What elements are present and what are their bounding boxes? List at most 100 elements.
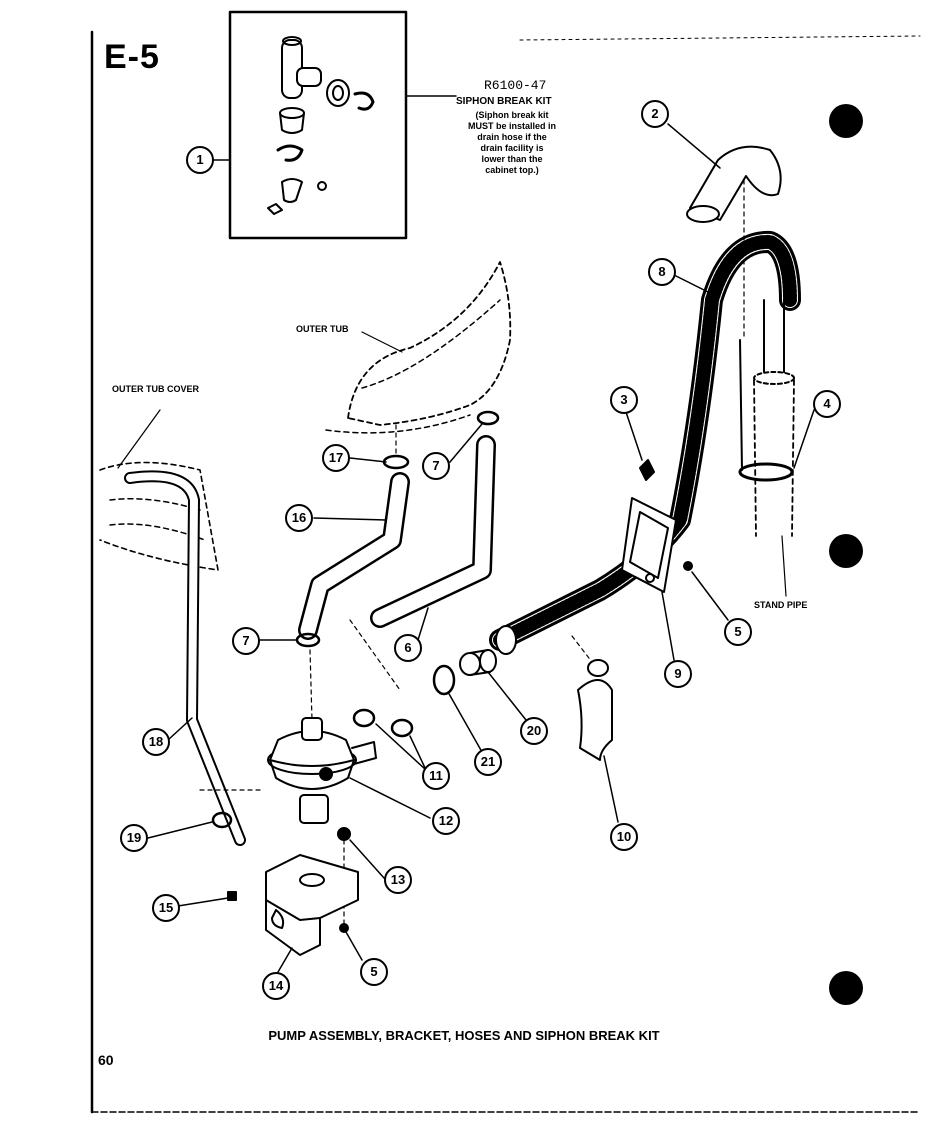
callout-7-lower: 7 <box>232 627 260 655</box>
drain-hose-8-ribs <box>493 234 797 647</box>
kit-note: (Siphon break kit MUST be installed in d… <box>467 110 556 175</box>
stand-pipe-wire <box>739 339 743 471</box>
hose-hanger-3 <box>639 459 655 481</box>
clamp-17 <box>382 454 410 470</box>
callout-9-leader <box>661 591 675 661</box>
align-dash-10 <box>571 635 593 663</box>
callout-5-holder: 5 <box>724 618 752 646</box>
hose-18-fill <box>126 472 244 844</box>
hose-cover-10 <box>577 659 613 761</box>
kit-nut <box>267 203 283 215</box>
clamp-7-lower <box>295 632 321 648</box>
kit-clamp-b <box>276 144 304 162</box>
siphon-tee-fitting <box>281 36 322 99</box>
callout-5-upper-leader <box>691 571 729 621</box>
kit-bracket <box>281 178 303 203</box>
callout-11-leader <box>375 723 427 771</box>
stand-pipe-clamp-4 <box>738 462 794 482</box>
drain-hose-cuff <box>495 625 517 655</box>
callout-4: 4 <box>813 390 841 418</box>
callout-18-leader <box>167 717 193 741</box>
align-dash-3 <box>349 619 401 691</box>
callout-9: 9 <box>664 660 692 688</box>
binder-hole-bottom <box>829 971 863 1005</box>
kit-screw <box>317 181 327 191</box>
callout-5-bracket: 5 <box>360 958 388 986</box>
callout-2-leader <box>667 123 721 169</box>
callout-13: 13 <box>384 866 412 894</box>
clamp-21 <box>432 664 456 696</box>
outer-tub-bottom <box>325 414 471 434</box>
callout-14-leader <box>277 947 293 973</box>
page-number: 60 <box>98 1052 114 1068</box>
callout-3: 3 <box>610 386 638 414</box>
hose-adapter-20 <box>459 649 497 676</box>
label-outer-tub-cover: OUTER TUB COVER <box>112 384 200 394</box>
callout-18: 18 <box>142 728 170 756</box>
callout-12: 12 <box>432 807 460 835</box>
callout-20: 20 <box>520 717 548 745</box>
callout-1: 1 <box>186 146 214 174</box>
callout-20-leader <box>487 671 527 721</box>
kit-check-valve <box>279 107 305 134</box>
callout-21-leader <box>447 691 483 753</box>
callout-19: 19 <box>120 824 148 852</box>
callout-7-top-leader <box>449 423 483 463</box>
pump-bracket <box>265 854 359 956</box>
binder-hole-middle <box>829 534 863 568</box>
clamp-19 <box>211 811 233 829</box>
clamp-7-top <box>476 410 500 426</box>
stand-pipe-top <box>753 371 795 385</box>
clamp-11-b <box>390 718 414 738</box>
callout-12-leader <box>349 777 431 819</box>
callout-10: 10 <box>610 823 638 851</box>
hose-18 <box>124 470 246 846</box>
outer-tub-outline <box>347 261 512 426</box>
siphon-coupling <box>326 79 350 107</box>
callout-8: 8 <box>648 258 676 286</box>
diagram-caption: PUMP ASSEMBLY, BRACKET, HOSES AND SIPHON… <box>268 1028 660 1043</box>
kit-part-number: R6100-47 <box>484 78 547 93</box>
callout-16-leader <box>313 517 387 521</box>
callout-11: 11 <box>422 762 450 790</box>
callout-15: 15 <box>152 894 180 922</box>
screw-5-lower <box>339 923 349 933</box>
callout-2: 2 <box>641 100 669 128</box>
hose-6-fill <box>372 437 494 626</box>
stand-pipe-upper <box>763 299 785 373</box>
callout-17-leader <box>349 457 387 463</box>
binder-hole-top <box>829 104 863 138</box>
callout-16: 16 <box>285 504 313 532</box>
kit-name: SIPHON BREAK KIT <box>456 96 552 107</box>
callout-3-leader <box>625 411 643 461</box>
drain-elbow-2 <box>686 145 782 223</box>
outer-tub-cover-inner <box>109 498 201 511</box>
callout-19-leader <box>147 821 213 839</box>
clamp-11-a <box>352 708 376 728</box>
callout-17: 17 <box>322 444 350 472</box>
page-border-top <box>519 35 921 41</box>
outer-tub-cover-outline <box>99 461 219 571</box>
kit-clamp-a <box>353 91 375 111</box>
callout-8-leader <box>675 275 713 295</box>
siphon-kit-box <box>228 10 408 240</box>
section-title: E-5 <box>104 38 160 76</box>
outer-tub-leader <box>361 331 403 353</box>
callout-21: 21 <box>474 748 502 776</box>
nut-13 <box>337 827 351 841</box>
screw-15 <box>227 891 237 901</box>
pump-assembly <box>267 717 377 824</box>
callout-10-leader <box>603 755 619 823</box>
callout-7-top: 7 <box>422 452 450 480</box>
callout-6: 6 <box>394 634 422 662</box>
outer-tub-inner <box>361 299 501 389</box>
outer-tub-cover-leader <box>117 409 161 469</box>
hose-holder-9 <box>621 497 677 593</box>
callout-6-leader <box>417 607 429 641</box>
callout-5-lower-leader <box>345 931 363 961</box>
label-stand-pipe: STAND PIPE <box>754 600 808 610</box>
stand-pipe-leader <box>781 535 787 597</box>
align-dash-2 <box>309 649 313 721</box>
